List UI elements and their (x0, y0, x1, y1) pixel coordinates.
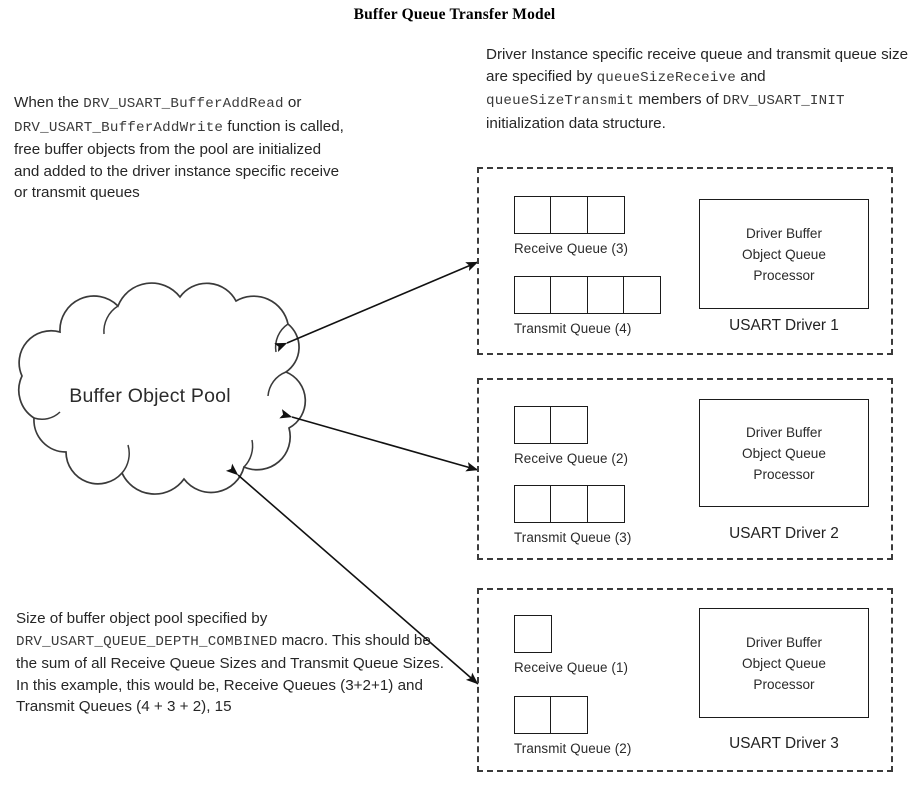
transmit-queue-cells-2 (514, 485, 631, 523)
processor-label-line: Driver Buffer (745, 225, 823, 241)
transmit-queue-slot (550, 696, 589, 734)
receive-queue-cells-1 (514, 196, 628, 234)
note-buffer-add-run-0: When the (14, 94, 84, 111)
receive-queue-slot (550, 406, 589, 444)
note-buffer-add-run-1: DRV_USART_BufferAddRead (83, 96, 284, 112)
transmit-queue-2: Transmit Queue (3) (514, 485, 631, 545)
receive-queue-cells-2 (514, 406, 628, 444)
note-driver-instance-queue-size: Driver Instance specific receive queue a… (486, 44, 909, 134)
driver-group-2 (477, 378, 893, 560)
transmit-queue-slot (550, 485, 589, 523)
cloud-label: Buffer Object Pool (69, 385, 231, 407)
processor-label-line: Driver Buffer (745, 634, 823, 650)
note-queue-size-run-4: members of (634, 91, 723, 108)
note-pool-size: Size of buffer object pool specified by … (16, 608, 456, 718)
connector-cloud-to-driver-2 (279, 409, 479, 472)
note-buffer-add-functions: When the DRV_USART_BufferAddRead or DRV_… (14, 92, 344, 204)
driver-caption-3: USART Driver 3 (729, 735, 839, 752)
receive-queue-slot (514, 196, 552, 234)
transmit-queue-label-1: Transmit Queue (4) (514, 321, 632, 336)
processor-label-line: Processor (753, 267, 815, 283)
transmit-queue-slot (586, 485, 625, 523)
receive-queue-label-1: Receive Queue (3) (514, 241, 629, 256)
receive-queue-slot (514, 406, 552, 444)
note-buffer-add-run-3: DRV_USART_BufferAddWrite (14, 119, 224, 136)
transmit-queue-slot (586, 276, 625, 314)
driver-group-1 (477, 167, 893, 355)
transmit-queue-slot (514, 696, 552, 734)
transmit-queue-slot (514, 485, 552, 523)
note-queue-size-run-3: queueSizeTransmit (486, 93, 635, 109)
receive-queue-label-3: Receive Queue (1) (514, 660, 629, 675)
processor-label-line: Object Queue (742, 246, 826, 262)
connector-cloud-to-driver-1 (274, 261, 479, 353)
connector-cloud-to-driver-3 (225, 463, 479, 685)
receive-queue-cells-3 (514, 615, 628, 653)
note-queue-size-run-5: DRV_USART_INIT (722, 93, 845, 109)
note-queue-size-run-0: Driver Instance specific receive queue a… (486, 46, 909, 85)
receive-queue-slot (550, 196, 589, 234)
processor-label-line: Driver Buffer (745, 424, 823, 440)
processor-label-line: Object Queue (742, 655, 826, 671)
note-queue-size-run-6: initialization data structure. (486, 114, 666, 132)
transmit-queue-cells-3 (514, 696, 631, 734)
transmit-queue-1: Transmit Queue (4) (514, 276, 662, 336)
processor-label-line: Processor (753, 466, 815, 482)
note-pool-size-run-2: macro. This should be the sum of all Rec… (16, 631, 444, 716)
receive-queue-slot (586, 196, 625, 234)
transmit-queue-slot (623, 276, 662, 314)
receive-queue-2: Receive Queue (2) (514, 406, 628, 466)
note-queue-size-run-2: and (736, 67, 766, 85)
driver-caption-2: USART Driver 2 (729, 525, 839, 542)
note-pool-size-run-0: Size of buffer object pool specified by (16, 610, 268, 627)
note-queue-size-run-1: queueSizeReceive (596, 69, 737, 86)
note-pool-size-run-1: DRV_USART_QUEUE_DEPTH_COMBINED (16, 633, 278, 650)
transmit-queue-cells-1 (514, 276, 662, 314)
transmit-queue-slot (514, 276, 552, 314)
processor-label-line: Object Queue (742, 445, 826, 461)
transmit-queue-3: Transmit Queue (2) (514, 696, 631, 756)
receive-queue-label-2: Receive Queue (2) (514, 451, 629, 466)
note-buffer-add-run-4: function is called, free buffer objects … (14, 117, 344, 202)
page-title: Buffer Queue Transfer Model (353, 6, 556, 23)
transmit-queue-label-2: Transmit Queue (3) (514, 530, 632, 545)
driver-caption-1: USART Driver 1 (729, 317, 839, 334)
transmit-queue-label-3: Transmit Queue (2) (514, 741, 632, 756)
processor-label-line: Processor (753, 676, 815, 692)
receive-queue-slot (514, 615, 552, 653)
receive-queue-1: Receive Queue (3) (514, 196, 628, 256)
transmit-queue-slot (550, 276, 589, 314)
driver-group-3 (477, 588, 893, 772)
note-buffer-add-run-2: or (283, 94, 302, 111)
receive-queue-3: Receive Queue (1) (514, 615, 628, 675)
